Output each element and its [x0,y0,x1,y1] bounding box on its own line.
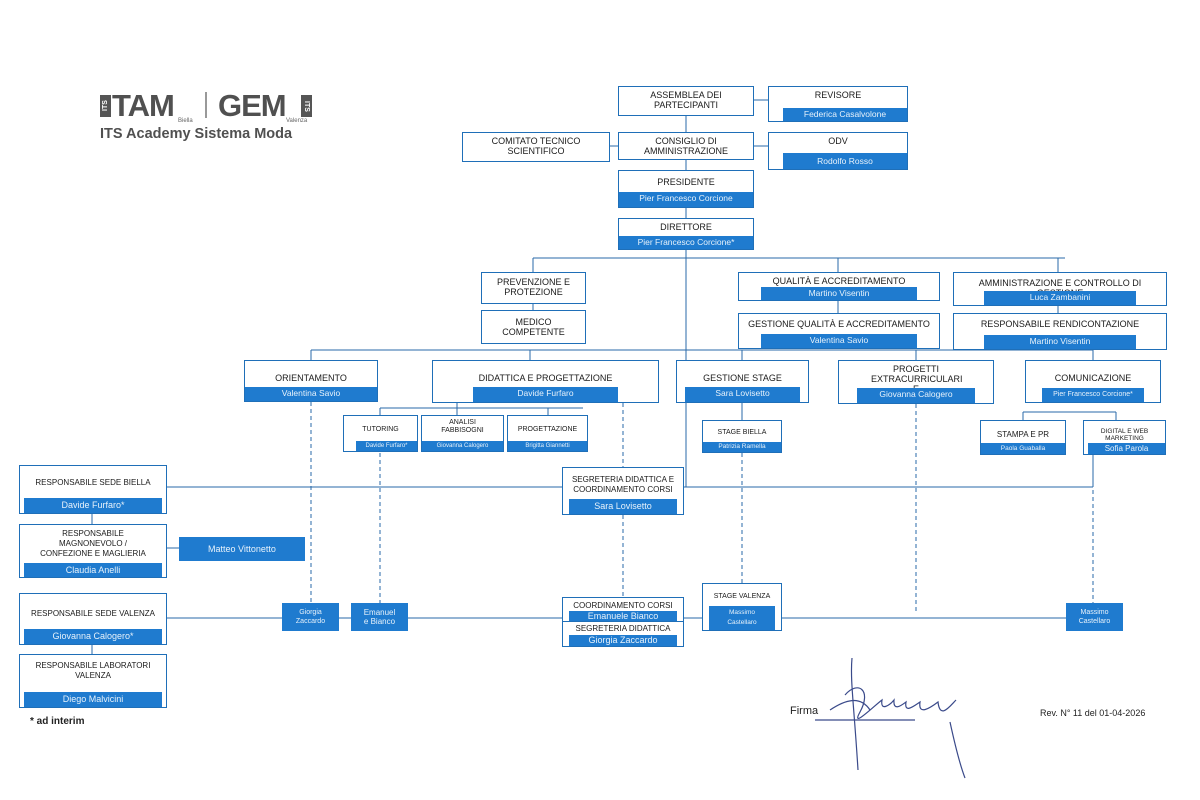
node-segreteria: SEGRETERIA DIDATTICA E COORDINAMENTO COR… [562,467,684,515]
node-gest-qualita: GESTIONE QUALITÀ E ACCREDITAMENTO Valent… [738,313,940,349]
node-sede-valenza: RESPONSABILE SEDE VALENZA Giovanna Calog… [19,593,167,645]
node-odv: ODV Rodolfo Rosso [768,132,908,170]
node-laboratori: RESPONSABILE LABORATORI VALENZA Diego Ma… [19,654,167,708]
node-digital: DIGITAL E WEB MARKETING Sofia Parola [1083,420,1166,455]
node-stampa: STAMPA E PR Paola Guaballa [980,420,1066,455]
logo-divider [205,92,207,118]
node-comunicazione: COMUNICAZIONE Pier Francesco Corcione* [1025,360,1161,403]
interim-note: * ad interim [30,716,85,727]
node-amministrazione: AMMINISTRAZIONE E CONTROLLO DI GESTIONE … [953,272,1167,306]
logo: ITS TAM Biella GEM ITS Valenza ITS Acade… [100,88,320,148]
node-stage-biella: STAGE BIELLA Patrizia Ramella [702,420,782,453]
node-sede-biella: RESPONSABILE SEDE BIELLA Davide Furfaro* [19,465,167,514]
node-progettazione: PROGETTAZIONE Brigitta Giannetti [507,415,588,452]
logo-its-badge-2: ITS [301,95,312,117]
node-didattica: DIDATTICA E PROGETTAZIONE Davide Furfaro [432,360,659,403]
node-direttore: DIRETTORE Pier Francesco Corcione* [618,218,754,250]
node-medico: MEDICO COMPETENTE [481,310,586,344]
node-stage-valenza: STAGE VALENZA Massimo Castellaro [702,583,782,631]
node-presidente: PRESIDENTE Pier Francesco Corcione [618,170,754,208]
node-assemblea: ASSEMBLEA DEI PARTECIPANTI [618,86,754,116]
node-vittonetto: Matteo Vittonetto [179,537,305,561]
signature-image [815,657,966,779]
node-stage: GESTIONE STAGE Sara Lovisetto [676,360,809,403]
node-qualita: QUALITÀ E ACCREDITAMENTO Martino Visenti… [738,272,940,301]
node-tutoring: TUTORING Davide Furfaro* [343,415,418,452]
node-cda: CONSIGLIO DI AMMINISTRAZIONE [618,132,754,160]
logo-tam: TAM [112,88,175,123]
node-bianco-1: Emanuel e Bianco [351,603,408,631]
logo-gem: GEM [218,88,287,123]
node-magnonevolo: RESPONSABILE MAGNONEVOLO / CONFEZIONE E … [19,524,167,578]
node-cts: COMITATO TECNICO SCIENTIFICO [462,132,610,162]
node-analisi: ANALISI FABBISOGNI Giovanna Calogero [421,415,504,452]
node-progetti: PROGETTI EXTRACURRICULARI E Giovanna Cal… [838,360,994,404]
logo-its-badge-1: ITS [100,95,111,117]
node-coordinamento: COORDINAMENTO CORSI Emanuele Bianco [562,597,684,623]
node-zaccardo-1: Giorgia Zaccardo [282,603,339,631]
signature-area: Firma [790,650,970,780]
logo-city-biella: Biella [178,118,193,124]
node-revisore: REVISORE Federica Casalvolone [768,86,908,122]
node-segr-didattica: SEGRETERIA DIDATTICA Giorgia Zaccardo [562,621,684,647]
node-orientamento: ORIENTAMENTO Valentina Savio [244,360,378,402]
node-rendicontazione: RESPONSABILE RENDICONTAZIONE Martino Vis… [953,313,1167,350]
logo-city-valenza: Valenza [286,118,308,124]
firma-label: Firma [790,705,819,717]
node-prevenzione: PREVENZIONE E PROTEZIONE [481,272,586,304]
node-castellaro-2: Massimo Castellaro [1066,603,1123,631]
revision-label: Rev. N° 11 del 01-04-2026 [1040,708,1146,718]
logo-subtitle: ITS Academy Sistema Moda [100,126,293,142]
